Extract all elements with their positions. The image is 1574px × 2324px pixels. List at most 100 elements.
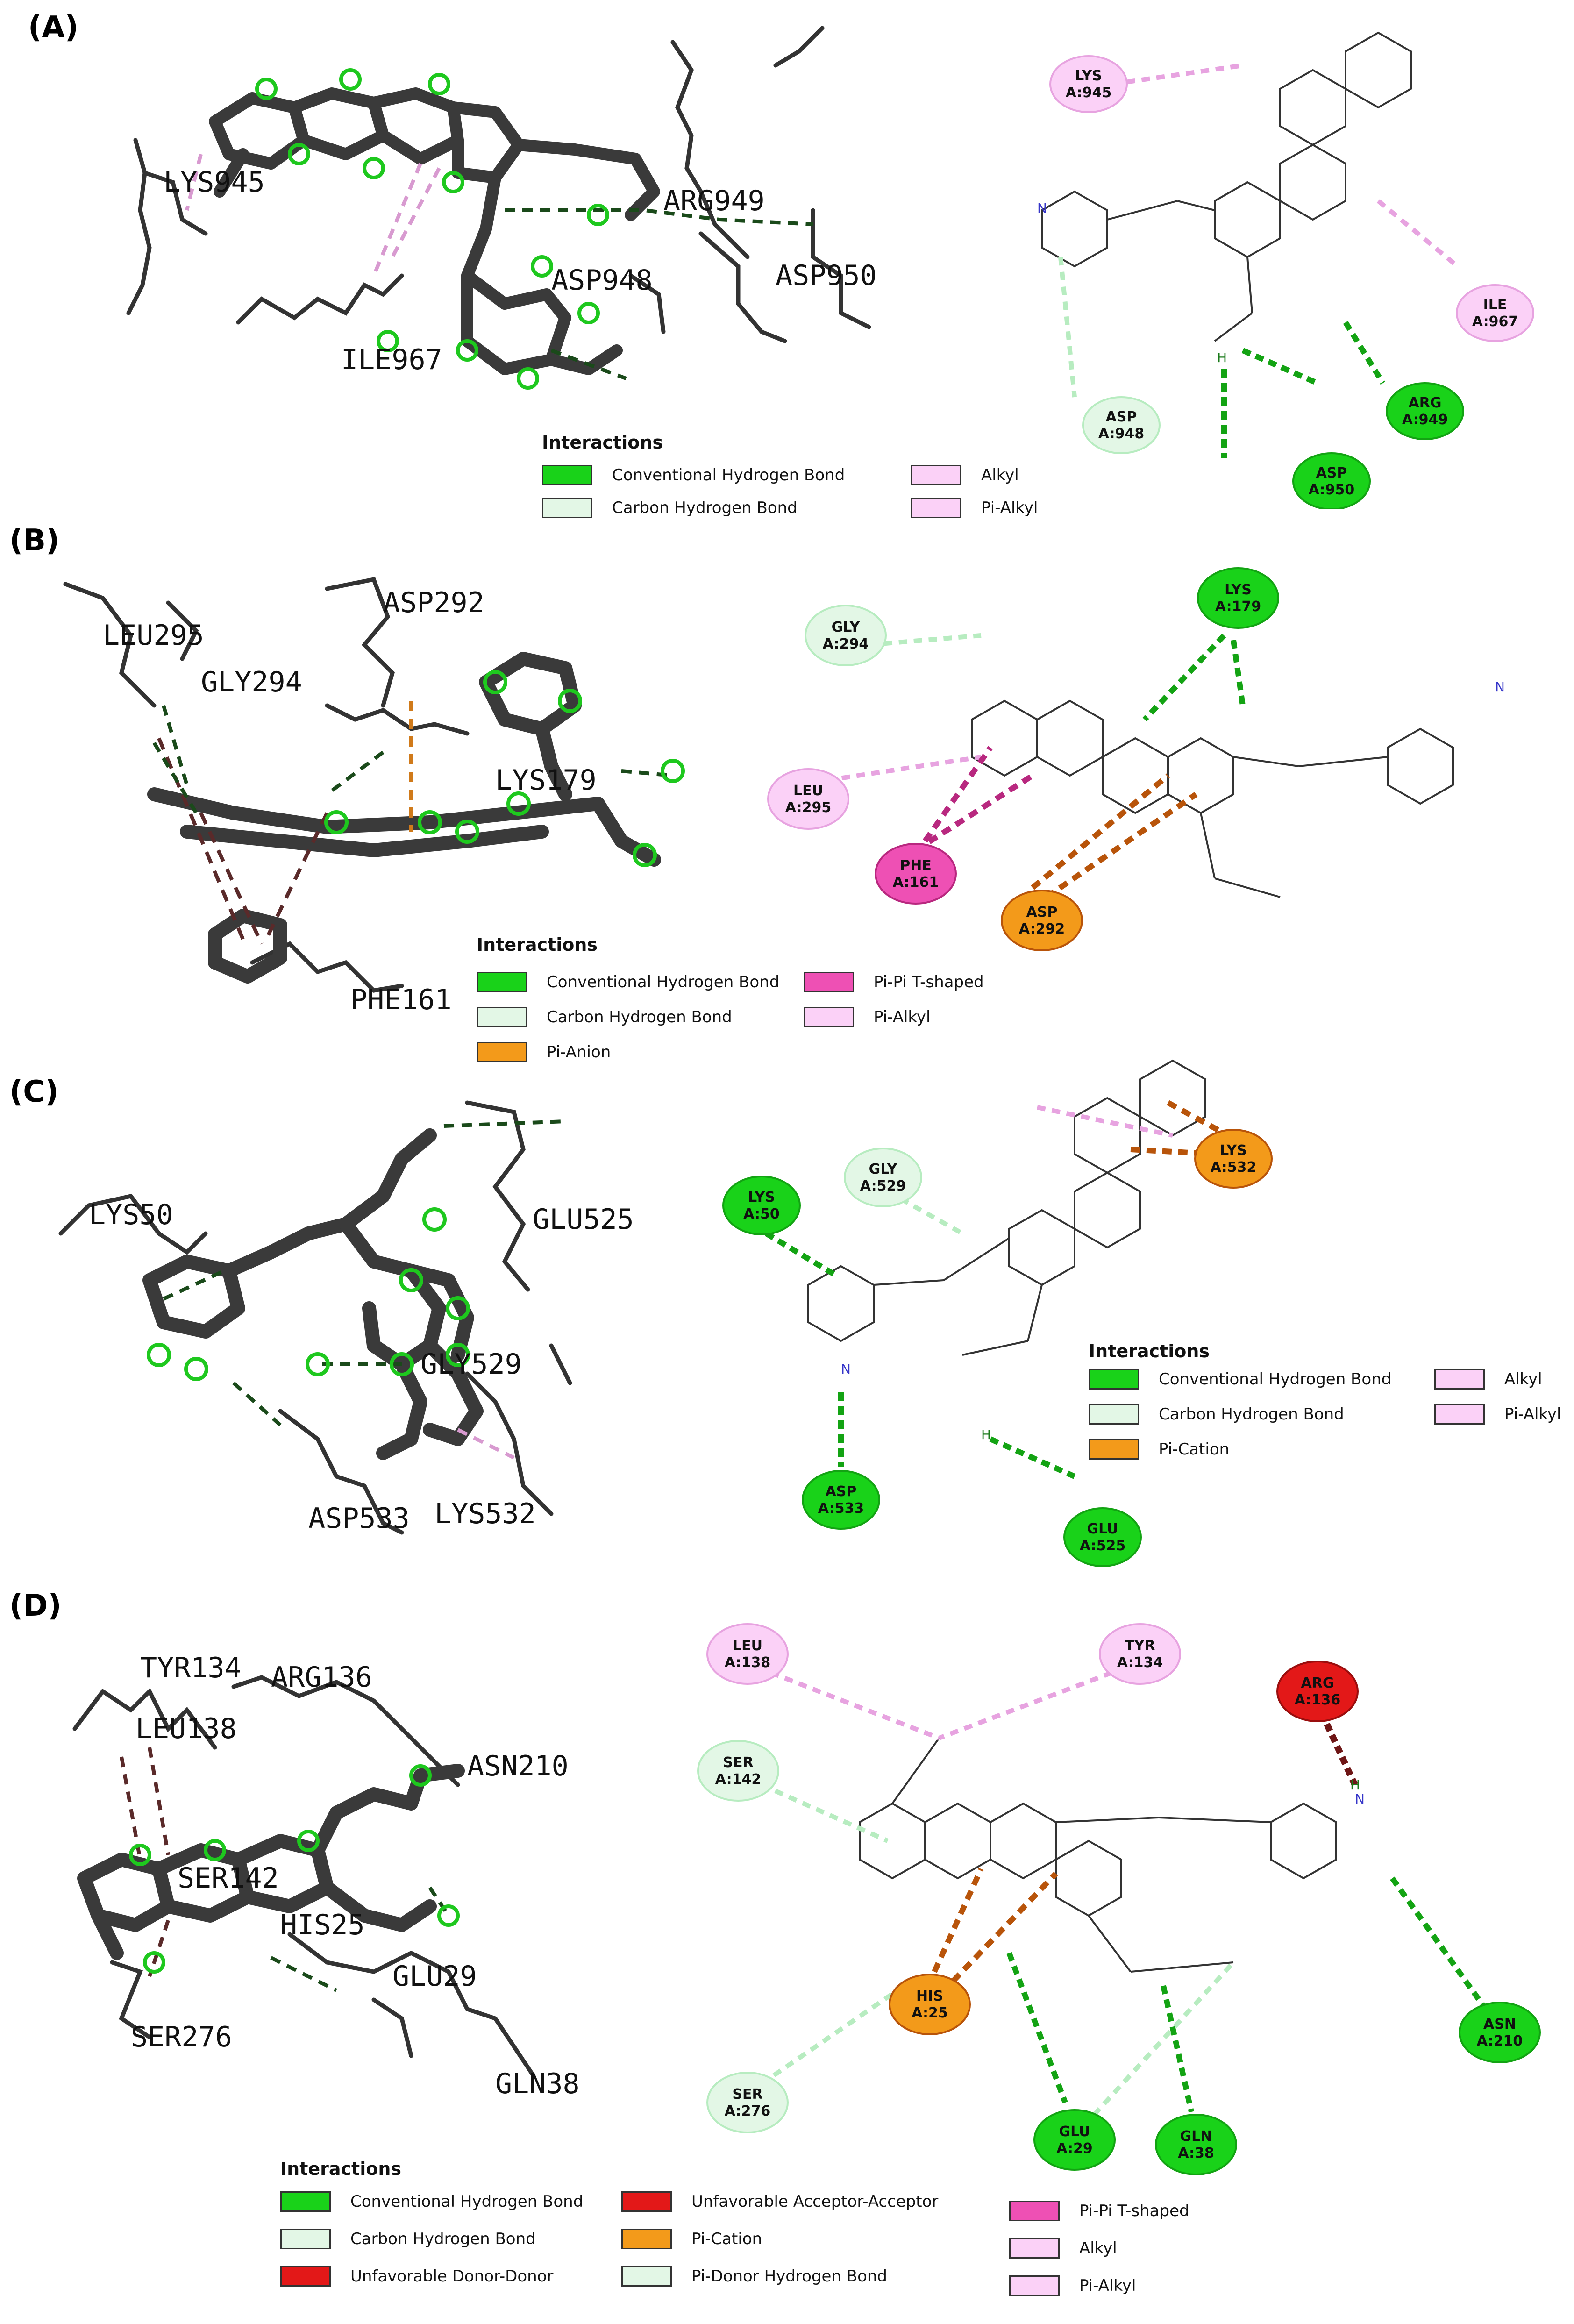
legend-swatch bbox=[280, 2191, 331, 2212]
legend-item: Conventional Hydrogen Bond bbox=[1089, 1369, 1391, 1390]
legend-swatch bbox=[280, 2266, 331, 2287]
legend-swatch bbox=[1434, 1369, 1485, 1390]
bubble-residue: LEU bbox=[733, 1638, 762, 1654]
panel-d-3d-svg: TYR134 ARG136 LEU138 ASN210 SER142 HIS25… bbox=[72, 1652, 580, 2100]
legend-swatch bbox=[911, 465, 961, 485]
legend-item: Unfavorable Acceptor-Acceptor bbox=[621, 2191, 938, 2212]
legend-item: Alkyl bbox=[911, 465, 1019, 485]
bubble-position: A:276 bbox=[725, 2103, 770, 2119]
bubble-asp-292: ASP A:292 bbox=[1001, 890, 1083, 951]
bubble-position: A:533 bbox=[818, 1500, 864, 1517]
residue-label: LEU138 bbox=[135, 1712, 237, 1745]
bubble-residue: ARG bbox=[1409, 395, 1442, 411]
panel-c-legend: Interactions Conventional Hydrogen Bond … bbox=[1089, 1341, 1570, 1481]
bubble-position: A:29 bbox=[1056, 2140, 1093, 2157]
bubble-glu-29: GLU A:29 bbox=[1033, 2109, 1116, 2171]
bubble-leu-138: LEU A:138 bbox=[706, 1623, 789, 1685]
legend-swatch bbox=[1434, 1404, 1485, 1425]
bubble-position: A:210 bbox=[1477, 2033, 1523, 2049]
bubble-gly-529: GLY A:529 bbox=[844, 1148, 922, 1207]
legend-item: Pi-Anion bbox=[477, 1042, 611, 1062]
bubble-asp-950: ASP A:950 bbox=[1292, 452, 1371, 510]
bubble-position: A:529 bbox=[860, 1178, 906, 1194]
legend-swatch bbox=[804, 1007, 854, 1027]
residue-label: GLY529 bbox=[420, 1348, 522, 1381]
legend-item: Pi-Donor Hydrogen Bond bbox=[621, 2266, 887, 2287]
residue-label: LEU295 bbox=[103, 619, 204, 652]
panel-c-2d-svg: N H LYS A:50 GLY A:529 LYS A:532 ASP A:5… bbox=[722, 1059, 1273, 1567]
nitrogen-atom: N bbox=[1037, 200, 1047, 216]
bubble-position: A:525 bbox=[1080, 1538, 1125, 1554]
legend-item: Conventional Hydrogen Bond bbox=[542, 465, 845, 485]
legend-item: Pi-Alkyl bbox=[1009, 2275, 1136, 2296]
bubble-residue: SER bbox=[723, 1754, 753, 1771]
panel-d-2d-diagram: N H LEU A:138 TYR A:134 ARG A:136 SER A:… bbox=[691, 1598, 1570, 2215]
legend-label: Pi-Cation bbox=[1159, 1440, 1230, 1459]
panel-c-3d-svg: LYS50 GLU525 GLY529 ASP533 LYS532 bbox=[58, 1100, 634, 1535]
legend-swatch bbox=[1009, 2201, 1060, 2221]
legend-swatch bbox=[280, 2229, 331, 2249]
bubble-residue: GLN bbox=[1180, 2128, 1212, 2145]
bubble-residue: GLU bbox=[1087, 1521, 1118, 1537]
bubble-position: A:292 bbox=[1019, 921, 1065, 937]
bubble-residue: LYS bbox=[1220, 1142, 1247, 1159]
bubble-position: A:161 bbox=[893, 874, 939, 891]
bubble-phe-161: PHE A:161 bbox=[875, 843, 957, 905]
legend-title: Interactions bbox=[1089, 1341, 1210, 1362]
legend-item: Pi-Cation bbox=[621, 2229, 762, 2249]
panel-b-legend: Interactions Conventional Hydrogen Bond … bbox=[467, 934, 1028, 1075]
bubble-gly-294: GLY A:294 bbox=[805, 605, 887, 666]
residue-label: GLU525 bbox=[533, 1203, 634, 1236]
legend-swatch bbox=[1009, 2238, 1060, 2259]
legend-item: Conventional Hydrogen Bond bbox=[280, 2191, 583, 2212]
panel-c-2d-diagram: N H LYS A:50 GLY A:529 LYS A:532 ASP A:5… bbox=[701, 1037, 1308, 1598]
legend-title: Interactions bbox=[542, 432, 663, 453]
bubble-residue: ASP bbox=[1106, 409, 1137, 425]
legend-title: Interactions bbox=[280, 2159, 402, 2179]
bubble-asp-533: ASP A:533 bbox=[802, 1470, 880, 1530]
legend-label: Pi-Cation bbox=[691, 2230, 762, 2248]
bubble-position: A:949 bbox=[1402, 412, 1448, 428]
legend-label: Carbon Hydrogen Bond bbox=[547, 1008, 732, 1027]
legend-item: Carbon Hydrogen Bond bbox=[280, 2229, 536, 2249]
residue-label: LYS179 bbox=[495, 764, 597, 797]
bubble-leu-295: LEU A:295 bbox=[767, 768, 849, 830]
legend-label: Conventional Hydrogen Bond bbox=[547, 973, 780, 991]
legend-item: Pi-Pi T-shaped bbox=[1009, 2201, 1189, 2221]
residue-label: GLY294 bbox=[201, 666, 302, 699]
bubble-residue: TYR bbox=[1125, 1638, 1155, 1654]
bubble-lys-50: LYS A:50 bbox=[722, 1176, 801, 1235]
bubble-his-25: HIS A:25 bbox=[889, 1974, 971, 2035]
bubble-residue: ARG bbox=[1301, 1675, 1334, 1691]
legend-label: Conventional Hydrogen Bond bbox=[612, 466, 845, 485]
residue-label: GLN38 bbox=[495, 2067, 580, 2100]
legend-swatch bbox=[477, 972, 527, 992]
legend-label: Pi-Donor Hydrogen Bond bbox=[691, 2267, 888, 2286]
legend-item: Alkyl bbox=[1009, 2238, 1117, 2259]
bubble-position: A:179 bbox=[1215, 599, 1261, 615]
legend-swatch bbox=[477, 1042, 527, 1062]
residue-label: ASN210 bbox=[467, 1750, 569, 1782]
bubble-position: A:142 bbox=[715, 1771, 761, 1788]
legend-label: Alkyl bbox=[1504, 1370, 1542, 1389]
bubble-asn-210: ASN A:210 bbox=[1459, 2002, 1541, 2063]
bubble-residue: LYS bbox=[1075, 68, 1102, 84]
legend-label: Pi-Alkyl bbox=[874, 1008, 931, 1027]
legend-swatch bbox=[542, 465, 592, 485]
legend-item: Carbon Hydrogen Bond bbox=[477, 1007, 732, 1027]
bubble-position: A:136 bbox=[1295, 1692, 1340, 1708]
residue-label: ASP950 bbox=[776, 259, 877, 292]
legend-item: Pi-Alkyl bbox=[804, 1007, 930, 1027]
panel-b-2d-diagram: N GLY A:294 LYS A:179 LEU A:295 PHE A:16… bbox=[748, 551, 1556, 1000]
bubble-lys-532: LYS A:532 bbox=[1194, 1129, 1273, 1189]
legend-swatch bbox=[1089, 1439, 1139, 1460]
bubble-position: A:294 bbox=[823, 636, 869, 652]
bubble-residue: GLU bbox=[1059, 2124, 1090, 2140]
panel-d-legend: Interactions Conventional Hydrogen Bond … bbox=[276, 2159, 1303, 2317]
bubble-residue: SER bbox=[732, 2086, 762, 2103]
bubble-residue: GLY bbox=[869, 1161, 898, 1177]
legend-swatch bbox=[804, 972, 854, 992]
bubble-lys-945: LYS A:945 bbox=[1049, 55, 1128, 113]
legend-item: Carbon Hydrogen Bond bbox=[1089, 1404, 1344, 1425]
panel-c-3d-view: LYS50 GLU525 GLY529 ASP533 LYS532 bbox=[47, 1065, 701, 1570]
